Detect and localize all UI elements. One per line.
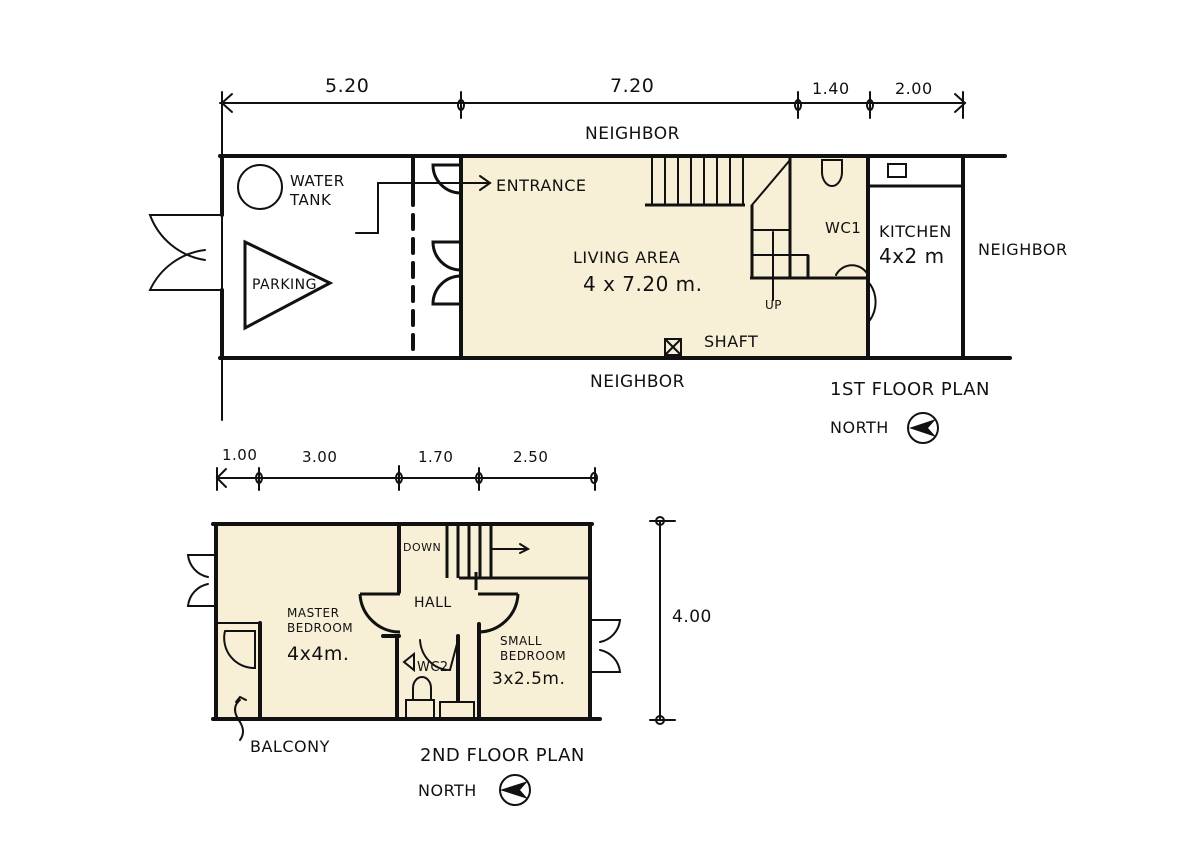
dimension-label: 7.20: [610, 75, 654, 97]
second-floor-dimension-line: [215, 465, 598, 491]
dimension-label: 2.00: [895, 79, 933, 98]
gate-doors: [148, 214, 223, 291]
dimension-label: 2.50: [513, 448, 548, 466]
first-floor-plan: 5.20 7.20 1.40 2.00 NEIGHBOR: [148, 75, 1068, 444]
water-tank-icon: [237, 164, 283, 210]
kitchen-sink-icon: [887, 163, 907, 178]
second-floor-walls: [211, 522, 602, 721]
north-label: NORTH: [830, 418, 889, 437]
kitchen-size-label: 4x2 m: [879, 244, 945, 268]
wc2-vent-icon: [402, 651, 415, 673]
dimension-label: 3.00: [302, 448, 337, 466]
dimension-label: 1.00: [222, 446, 257, 464]
balcony-leader: [234, 699, 244, 741]
small-bedroom-size-label: 3x2.5m.: [492, 669, 565, 689]
hall-doors: [358, 592, 520, 672]
toilet-icon: [412, 676, 432, 701]
north-label: NORTH: [418, 781, 477, 800]
small-bedroom-label: SMALL: [500, 634, 542, 648]
kitchen-door: [869, 283, 877, 321]
entrance-arrow: [355, 182, 491, 234]
north-arrow-icon: [907, 412, 939, 444]
neighbor-label-right: NEIGHBOR: [978, 240, 1068, 259]
balcony-label: BALCONY: [250, 737, 330, 756]
window-doors: [186, 554, 622, 673]
shaft-icon: [664, 338, 682, 356]
wc-door: [835, 264, 869, 276]
second-floor-plan: 1.00 3.00 1.70 2.50 DOWN: [186, 446, 712, 806]
height-dimension-line: [649, 516, 676, 725]
second-floor-fill: [216, 525, 590, 719]
living-area-size-label: 4 x 7.20 m.: [583, 272, 703, 296]
first-floor-dimension-line: [219, 91, 967, 421]
master-bedroom-label: MASTER: [287, 606, 339, 620]
basin-icon: [439, 701, 475, 719]
dimension-label: 1.70: [418, 448, 453, 466]
neighbor-label-bottom: NEIGHBOR: [590, 372, 685, 392]
first-floor-title: 1ST FLOOR PLAN: [830, 379, 990, 400]
wc2-label: WC2: [417, 660, 449, 675]
first-floor-walls: [218, 154, 1012, 360]
shaft-label: SHAFT: [704, 332, 758, 351]
kitchen-label: KITCHEN: [879, 222, 952, 241]
toilet-tank-icon: [405, 699, 435, 719]
staircase-down: [445, 525, 531, 578]
stairs-up-label: UP: [765, 298, 782, 312]
living-area-label: LIVING AREA: [573, 248, 680, 267]
master-bedroom-size-label: 4x4m.: [287, 643, 349, 665]
dimension-label: 1.40: [812, 79, 850, 98]
neighbor-label-top: NEIGHBOR: [585, 124, 680, 144]
water-tank-label: TANK: [289, 191, 332, 209]
entrance-label: ENTRANCE: [496, 176, 587, 195]
entrance-doors: [431, 163, 462, 306]
north-arrow-icon: [499, 774, 531, 806]
height-dimension-label: 4.00: [672, 607, 712, 627]
dimension-label: 5.20: [325, 75, 369, 97]
wc1-label: WC1: [825, 219, 861, 237]
staircase: [645, 157, 868, 301]
stairs-down-label: DOWN: [403, 541, 441, 554]
hall-label: HALL: [414, 595, 452, 611]
water-tank-label: WATER: [290, 172, 345, 190]
toilet-icon: [821, 159, 843, 187]
parking-label: PARKING: [252, 277, 317, 293]
small-bedroom-label: BEDROOM: [500, 649, 566, 663]
master-bedroom-label: BEDROOM: [287, 621, 353, 635]
parking-triangle: [243, 239, 334, 331]
second-floor-title: 2ND FLOOR PLAN: [420, 745, 585, 766]
